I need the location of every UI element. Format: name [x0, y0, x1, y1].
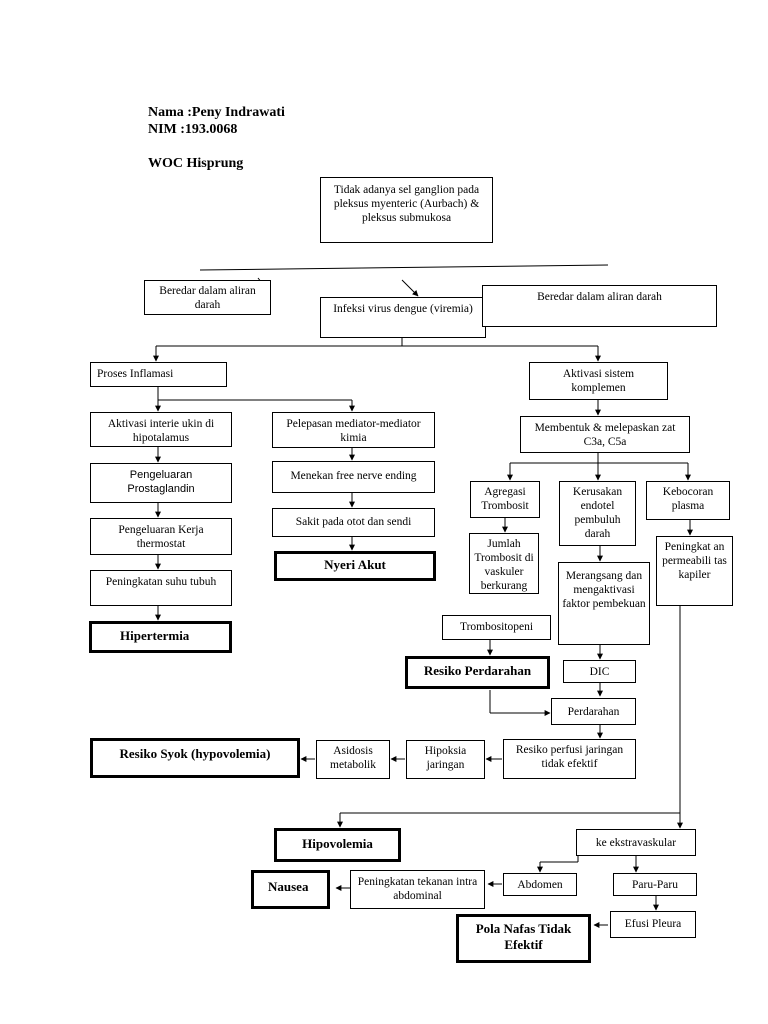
node-efusi: Efusi Pleura — [610, 911, 696, 938]
node-permeabilitas: Peningkat an permeabili tas kapiler — [656, 536, 733, 606]
node-interleukin: Aktivasi interie ukin di hipotalamus — [90, 412, 232, 447]
diagnosis-hipovolemia: Hipovolemia — [274, 828, 401, 862]
node-otot: Sakit pada otot dan sendi — [272, 508, 435, 537]
node-c3a: Membentuk & melepaskan zat C3a, C5a — [520, 416, 690, 453]
node-inflamasi: Proses Inflamasi — [90, 362, 227, 387]
node-merangsang: Merangsang dan mengaktivasi faktor pembe… — [558, 562, 650, 645]
node-abdomen: Abdomen — [503, 873, 577, 896]
node-hipoksia: Hipoksia jaringan — [406, 740, 485, 779]
node-endotel: Kerusakan endotel pembuluh darah — [559, 481, 636, 546]
diagnosis-resiko-syok: Resiko Syok (hypovolemia) — [90, 738, 300, 778]
node-tekanan: Peningkatan tekanan intra abdominal — [350, 870, 485, 909]
node-suhu: Peningkatan suhu tubuh — [90, 570, 232, 606]
node-kebocoran: Kebocoran plasma — [646, 481, 730, 520]
node-ekstravaskular: ke ekstravaskular — [576, 829, 696, 856]
diagnosis-pola-nafas: Pola Nafas Tidak Efektif — [456, 914, 591, 963]
diagnosis-nausea: Nausea — [251, 870, 330, 909]
diagnosis-hipertermia: Hipertermia — [89, 621, 232, 653]
node-nerve: Menekan free nerve ending — [272, 461, 435, 493]
node-thermostat: Pengeluaran Kerja thermostat — [90, 518, 232, 555]
node-mediator: Pelepasan mediator-mediator kimia — [272, 412, 435, 448]
node-komplemen: Aktivasi sistem komplemen — [529, 362, 668, 400]
node-jumlah: Jumlah Trombosit di vaskuler berkurang — [469, 533, 539, 594]
node-trombositopeni: Trombositopeni — [442, 615, 551, 640]
node-prostaglandin: Pengeluaran Prostaglandin — [90, 463, 232, 503]
diagram-title: WOC Hisprung — [148, 156, 244, 171]
node-perdarahan: Perdarahan — [551, 698, 636, 725]
node-dic: DIC — [563, 660, 636, 683]
diagnosis-nyeri-akut: Nyeri Akut — [274, 551, 436, 581]
node-paru: Paru-Paru — [613, 873, 697, 896]
node-agregasi: Agregasi Trombosit — [470, 481, 540, 518]
node-ganglion: Tidak adanya sel ganglion pada pleksus m… — [320, 177, 493, 243]
node-perfusi: Resiko perfusi jaringan tidak efektif — [503, 739, 636, 779]
node-infeksi: Infeksi virus dengue (viremia) — [320, 297, 486, 338]
node-beredar-left: Beredar dalam aliran darah — [144, 280, 271, 315]
author-nim: NIM :193.0068 — [148, 122, 238, 137]
node-beredar-right: Beredar dalam aliran darah — [482, 285, 717, 327]
author-name: Nama :Peny Indrawati — [148, 105, 285, 120]
diagnosis-resiko-perdarahan: Resiko Perdarahan — [405, 656, 550, 689]
node-asidosis: Asidosis metabolik — [316, 740, 390, 779]
